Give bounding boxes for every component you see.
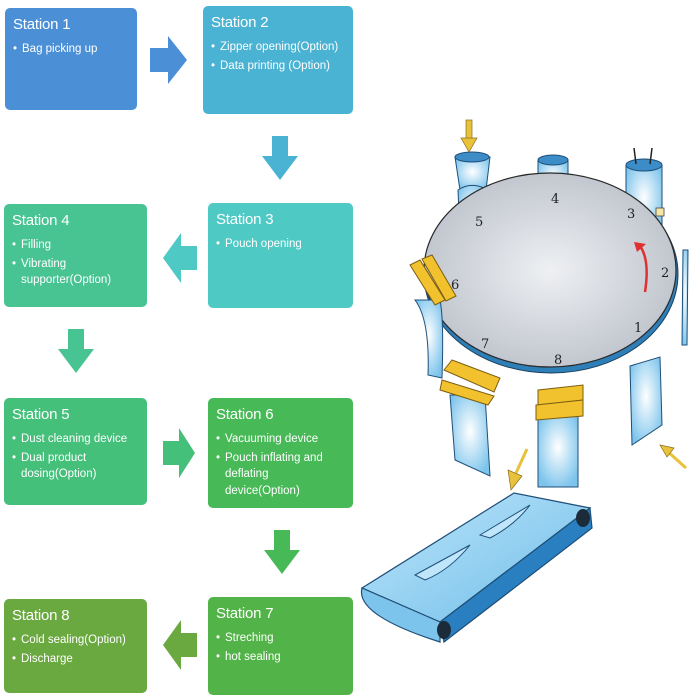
feed-arrow-icon bbox=[460, 119, 478, 153]
arrow-right-icon bbox=[150, 36, 187, 84]
dial-label-2: 2 bbox=[661, 266, 669, 281]
station-item: Dual product dosing(Option) bbox=[12, 450, 139, 483]
arrow-down-icon bbox=[58, 329, 94, 373]
station-8-gripper bbox=[535, 384, 584, 488]
arrow-left-icon bbox=[163, 233, 197, 283]
station-title: Station 4 bbox=[12, 212, 70, 229]
station-item: Filling bbox=[12, 237, 139, 254]
discharge-conveyor bbox=[360, 492, 593, 644]
station-item: Bag picking up bbox=[13, 41, 129, 58]
station-item: Dust cleaning device bbox=[12, 431, 139, 448]
station-title: Station 8 bbox=[12, 607, 70, 624]
station-item: Cold sealing(Option) bbox=[12, 632, 139, 649]
station-1-box: Station 1 Bag picking up bbox=[5, 8, 137, 110]
station-title: Station 1 bbox=[13, 16, 71, 33]
station-6-box: Station 6 Vacuuming device Pouch inflati… bbox=[208, 398, 353, 508]
station-item: hot sealing bbox=[216, 649, 345, 666]
discharge-arrow-icon bbox=[507, 448, 529, 491]
station-item: Pouch inflating and deflating device(Opt… bbox=[216, 450, 345, 500]
station-title: Station 6 bbox=[216, 406, 274, 423]
rotary-table bbox=[423, 172, 679, 374]
dial-label-5: 5 bbox=[475, 215, 483, 230]
station-item: Streching bbox=[216, 630, 345, 647]
station-8-box: Station 8 Cold sealing(Option) Discharge bbox=[4, 599, 147, 693]
dial-label-8: 8 bbox=[554, 353, 562, 368]
arrow-down-icon bbox=[264, 530, 300, 574]
station-item: Data printing (Option) bbox=[211, 58, 345, 75]
station-item: Zipper opening(Option) bbox=[211, 39, 345, 56]
rotation-arrow-icon bbox=[634, 242, 648, 293]
dial-label-4: 4 bbox=[551, 192, 559, 207]
station-3-box: Station 3 Pouch opening bbox=[208, 203, 353, 308]
station-2-box: Station 2 Zipper opening(Option) Data pr… bbox=[203, 6, 353, 114]
dial-label-3: 3 bbox=[627, 207, 635, 222]
arrow-down-icon bbox=[262, 136, 298, 180]
station-7-gripper bbox=[439, 359, 501, 477]
station-title: Station 7 bbox=[216, 605, 274, 622]
arrow-right-icon bbox=[163, 428, 195, 478]
station-5-box: Station 5 Dust cleaning device Dual prod… bbox=[4, 398, 147, 505]
dial-label-7: 7 bbox=[481, 337, 489, 352]
station-7-box: Station 7 Streching hot sealing bbox=[208, 597, 353, 695]
station-6-gripper bbox=[409, 254, 457, 379]
rotary-packing-machine-illustration: 1 2 3 4 5 6 7 8 bbox=[360, 119, 689, 644]
station-item: Vibrating supporter(Option) bbox=[12, 256, 139, 289]
station-title: Station 2 bbox=[211, 14, 269, 31]
station-4-box: Station 4 Filling Vibrating supporter(Op… bbox=[4, 204, 147, 307]
dial-label-6: 6 bbox=[451, 278, 459, 293]
arrow-left-icon bbox=[163, 620, 197, 670]
station-item: Discharge bbox=[12, 651, 139, 668]
station-1-pouch bbox=[629, 356, 688, 470]
station-item: Vacuuming device bbox=[216, 431, 345, 448]
station-2-pouch bbox=[681, 249, 689, 346]
station-title: Station 3 bbox=[216, 211, 274, 228]
station-item: Pouch opening bbox=[216, 236, 345, 253]
station-title: Station 5 bbox=[12, 406, 70, 423]
dial-label-1: 1 bbox=[634, 321, 642, 336]
